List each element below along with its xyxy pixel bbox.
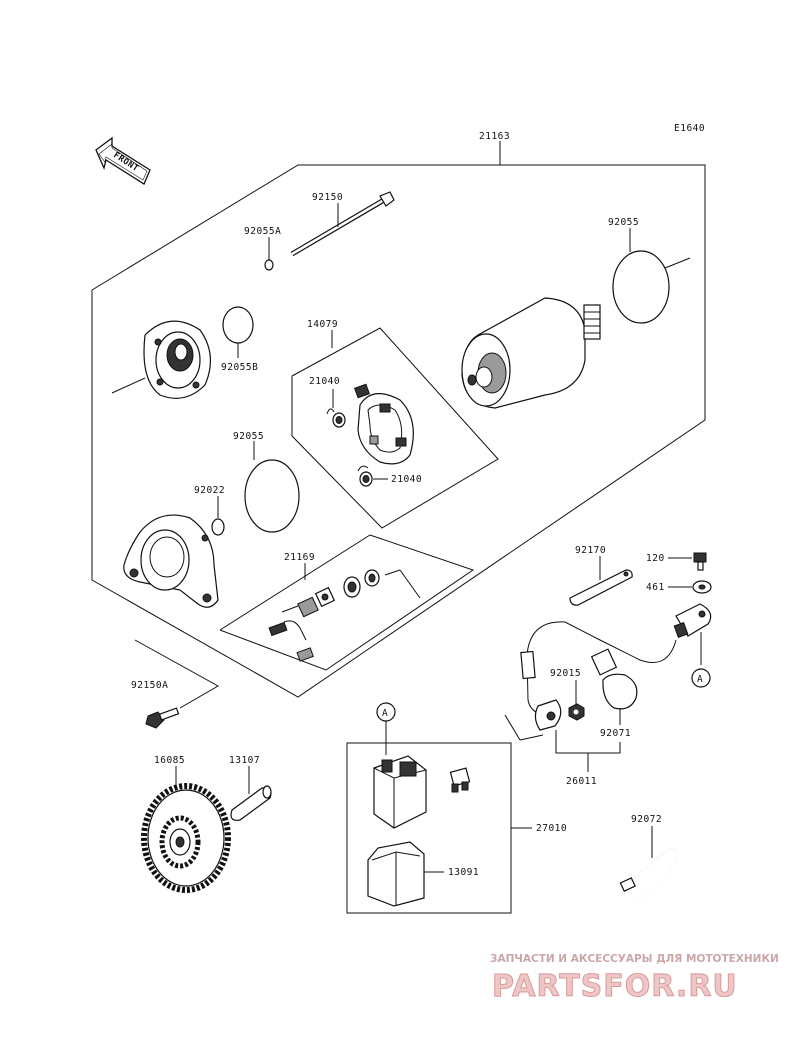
label-92055-top: 92055	[608, 217, 639, 228]
brush-set-group: 21169	[219, 534, 475, 671]
label-21163: 21163	[479, 131, 510, 142]
o-ring-small: 92055A	[244, 226, 281, 271]
ground-terminal: A	[673, 603, 712, 688]
terminal-boot: 92071	[590, 648, 638, 739]
terminal-washer: 461	[646, 580, 712, 594]
ref-a-relay: A	[382, 708, 388, 719]
label-26011: 26011	[566, 776, 597, 787]
front-arrow-icon: FRONT	[95, 136, 151, 185]
brush-plate	[354, 383, 414, 465]
watermark-tagline: ЗАПЧАСТИ И АКСЕССУАРЫ ДЛЯ МОТОТЕХНИКИ	[490, 953, 779, 965]
starter-front-bracket	[123, 514, 219, 608]
label-27010: 27010	[536, 823, 567, 834]
starter-cable	[504, 621, 677, 741]
label-92055-mid: 92055	[233, 431, 264, 442]
label-92015: 92015	[550, 668, 581, 679]
relay-box: 27010 A 13091	[346, 702, 567, 914]
label-120: 120	[646, 553, 665, 564]
cable-band: 92072	[619, 814, 678, 903]
o-ring-92055-mid: 92055	[233, 431, 300, 533]
label-13107: 13107	[229, 755, 260, 766]
o-ring-92055-top: 92055	[608, 217, 691, 324]
brush-spring-bottom: 21040	[357, 465, 422, 487]
ref-a-terminal: A	[697, 674, 703, 685]
brush-spring-top: 21040	[309, 376, 346, 428]
brush-set-parts	[268, 569, 380, 662]
terminal-bolt: 120	[646, 552, 707, 571]
label-92072: 92072	[631, 814, 662, 825]
diagram-code: E1640	[674, 123, 705, 134]
starter-assembly-outline: 21163	[91, 131, 706, 698]
label-92055B: 92055B	[221, 362, 258, 373]
label-461: 461	[646, 582, 665, 593]
label-92071: 92071	[600, 728, 631, 739]
nut-92015: 92015	[550, 668, 585, 721]
watermark: ЗАПЧАСТИ И АКСЕССУАРЫ ДЛЯ МОТОТЕХНИКИ PA…	[490, 953, 779, 1005]
label-14079: 14079	[307, 319, 338, 330]
through-bolt: 92150	[290, 191, 395, 257]
battery-strap: 92170	[569, 545, 633, 606]
starter-yoke-armature	[461, 297, 601, 409]
label-92055A: 92055A	[244, 226, 281, 237]
bolt-92150a: 92150A	[131, 639, 220, 729]
brush-holder-group: 14079	[291, 319, 499, 529]
cable-callout: 26011	[555, 730, 621, 787]
starter-end-cover	[111, 320, 211, 399]
label-13091: 13091	[448, 867, 479, 878]
idle-gear: 16085	[141, 755, 231, 893]
washer-92022: 92022	[194, 485, 225, 536]
label-16085: 16085	[154, 755, 185, 766]
label-21169: 21169	[284, 552, 315, 563]
o-ring-92055b: 92055B	[221, 306, 258, 373]
label-21040-bottom: 21040	[391, 474, 422, 485]
gear-shaft: 13107	[229, 755, 272, 821]
watermark-brand: PARTSFOR.RU	[492, 969, 738, 1004]
label-21040-top: 21040	[309, 376, 340, 387]
label-92170: 92170	[575, 545, 606, 556]
label-92150: 92150	[312, 192, 343, 203]
label-92150A: 92150A	[131, 680, 168, 691]
label-92022: 92022	[194, 485, 225, 496]
